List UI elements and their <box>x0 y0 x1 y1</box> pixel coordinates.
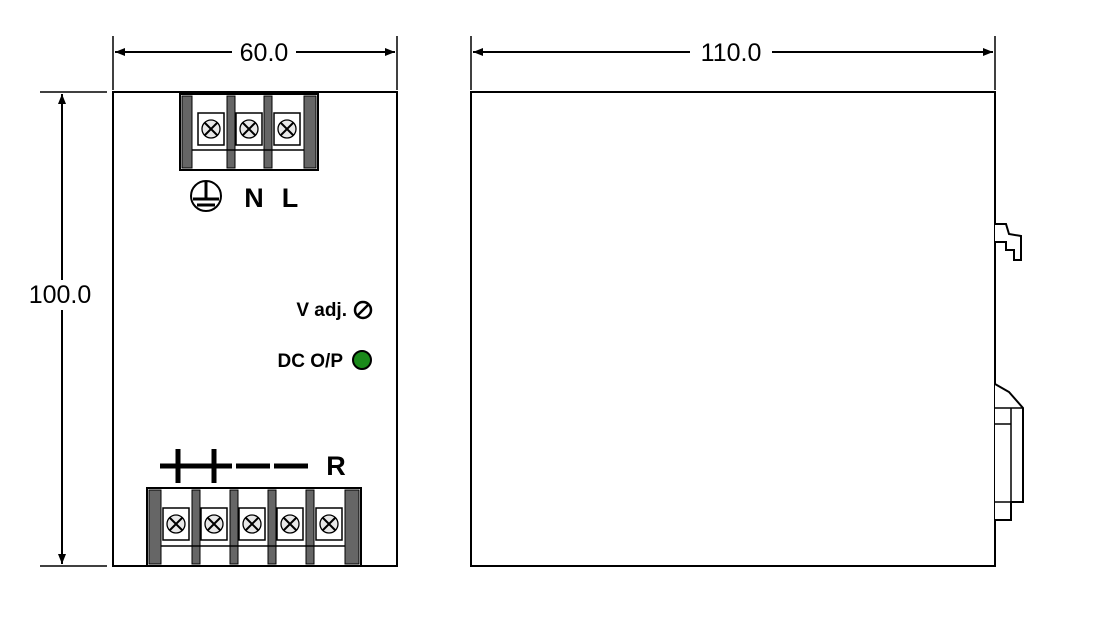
length-dimension-label: 110.0 <box>701 39 762 67</box>
positive-terminal-icon <box>160 449 196 483</box>
screw-icon <box>238 507 266 541</box>
side-body-outline <box>470 91 996 567</box>
positive-terminal-icon <box>196 449 232 483</box>
v-adj-label: V adj. <box>296 300 347 321</box>
ground-icon <box>190 180 222 212</box>
screw-icon <box>235 112 263 146</box>
din-rail-hook-top <box>995 223 1022 261</box>
output-terminal-block <box>146 487 362 567</box>
terminal-label-l: L <box>282 183 299 213</box>
screw-icon <box>276 507 304 541</box>
front-view: 60.0 100.0 N L V adj. <box>29 36 398 567</box>
side-view: 110.0 <box>470 36 1024 567</box>
screw-icon <box>162 507 190 541</box>
din-rail-latch-bottom <box>994 383 1024 521</box>
input-terminal-block <box>179 93 319 171</box>
potentiometer-icon <box>353 300 373 320</box>
width-dimension-label: 60.0 <box>240 39 289 67</box>
screw-icon <box>315 507 343 541</box>
screw-icon <box>273 112 301 146</box>
dc-op-label: DC O/P <box>278 351 344 372</box>
screw-icon <box>200 507 228 541</box>
led-indicator-icon <box>352 350 372 370</box>
height-dimension-label: 100.0 <box>29 281 92 309</box>
screw-icon <box>197 112 225 146</box>
terminal-label-n: N <box>244 183 264 213</box>
terminal-label-r: R <box>326 451 346 481</box>
